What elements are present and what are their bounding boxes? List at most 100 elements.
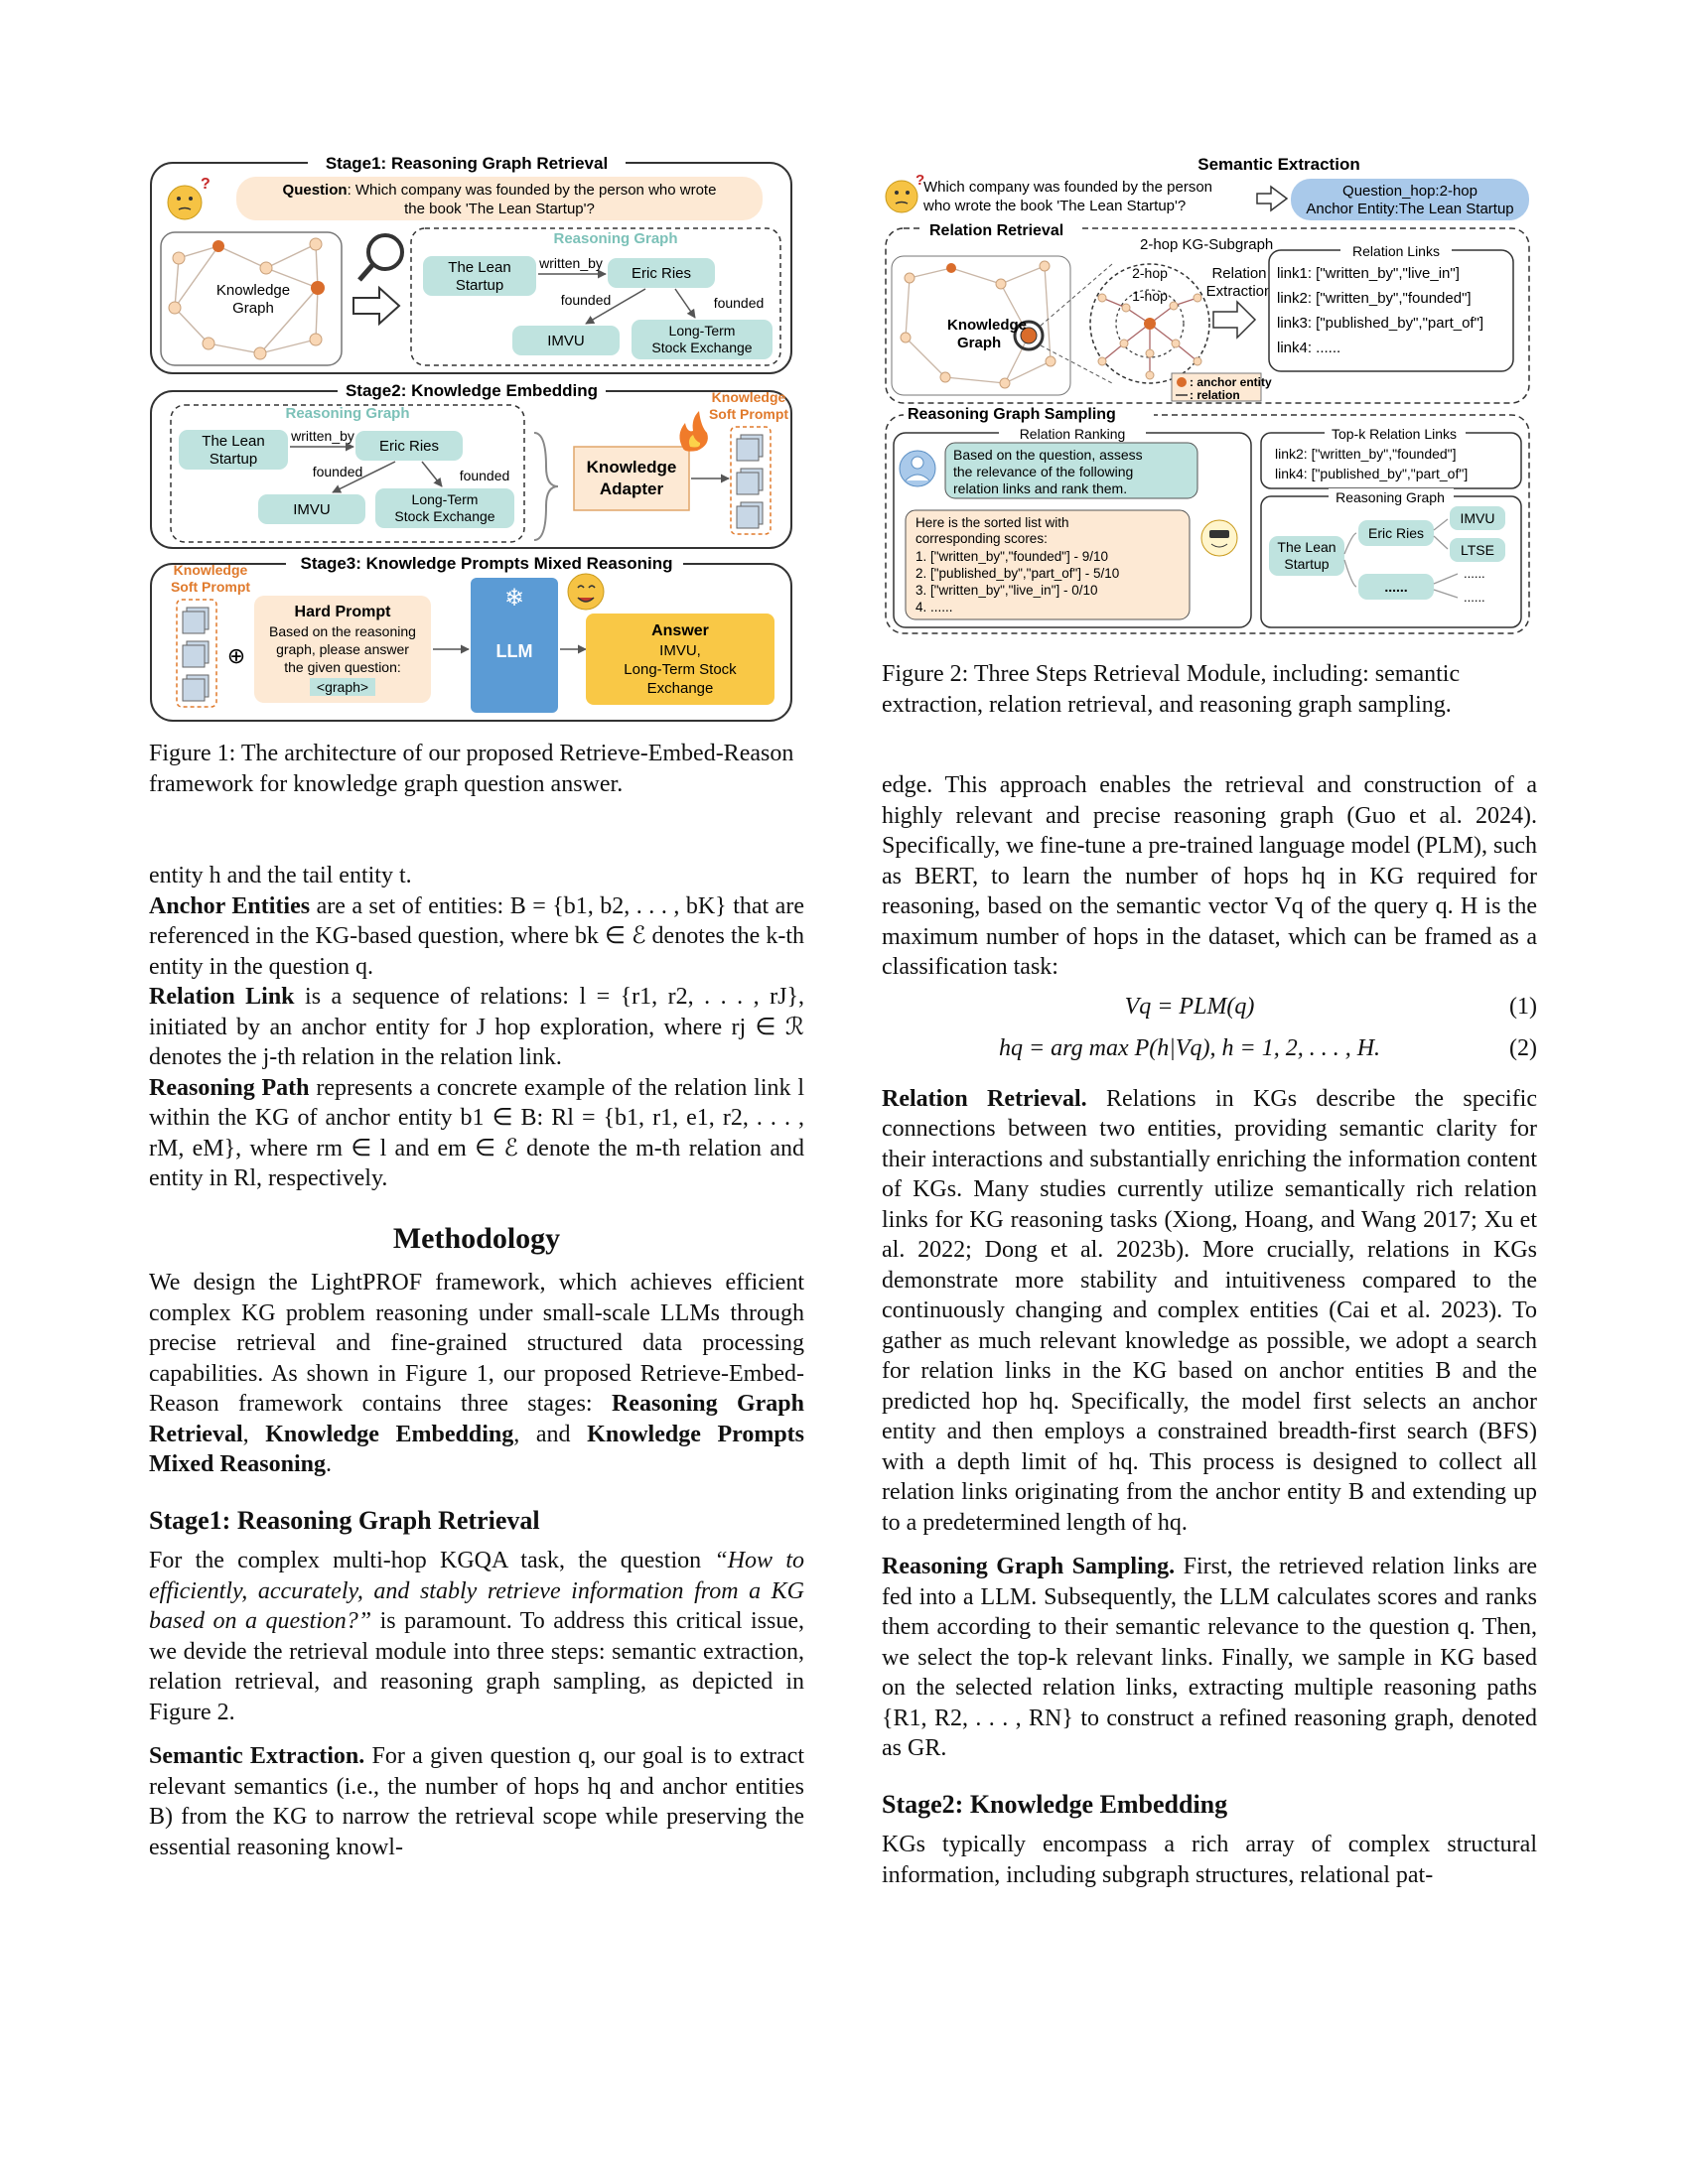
stage1-reasoning-graph <box>410 227 781 366</box>
svg-text:founded: founded <box>714 295 765 311</box>
node-lean-startup <box>423 256 536 296</box>
svg-text:link1: ["written_by","live_in": link1: ["written_by","live_in"] <box>1277 265 1460 282</box>
arrow-right-icon <box>1212 300 1257 340</box>
stage3-soft-prompt-box <box>176 599 217 708</box>
brace-icon <box>533 432 559 541</box>
hop-anchor-pill <box>1291 179 1529 220</box>
right-body-text: edge. This approach enables the retrieva… <box>882 770 1537 1890</box>
svg-text:Anchor Entity:The Lean Startup: Anchor Entity:The Lean Startup <box>1306 201 1513 217</box>
equation-1: Vq = PLM(q)(1) <box>1124 994 1537 1021</box>
svg-text:corresponding scores:: corresponding scores: <box>915 531 1048 546</box>
svg-text:Eric Ries: Eric Ries <box>379 438 439 455</box>
paragraph-reasoning-path: Reasoning Path represents a concrete exa… <box>149 1074 805 1192</box>
paragraph-entity-tail: entity h and the tail entity t. <box>149 863 412 888</box>
svg-text:Eric Ries: Eric Ries <box>632 265 691 282</box>
svg-text:Exchange: Exchange <box>647 680 714 697</box>
svg-text:1-hop: 1-hop <box>1132 288 1168 304</box>
svg-text:Adapter: Adapter <box>600 479 664 498</box>
figure-1-diagram: Stage1: Reasoning Graph Retrieval ? Ques… <box>150 153 792 722</box>
user-message <box>944 442 1198 499</box>
stage3-soft-prompt-label1: Knowledge <box>174 562 248 578</box>
paragraph-relation-link: Relation Link is a sequence of relations… <box>149 984 804 1070</box>
svg-text:: anchor entity: : anchor entity <box>1190 375 1272 389</box>
node-ltse <box>632 320 773 359</box>
two-hop-circle <box>1089 263 1210 384</box>
svg-text:Long-Term Stock: Long-Term Stock <box>624 661 737 678</box>
question-bubble <box>236 177 763 220</box>
svg-text:Graph: Graph <box>957 335 1001 351</box>
svg-text:?: ? <box>915 172 924 189</box>
svg-text:link2: ["written_by","founded: link2: ["written_by","founded"] <box>1275 446 1457 462</box>
svg-text:1. ["written_by","founded"] -: 1. ["written_by","founded"] - 9/10 <box>915 549 1108 564</box>
hard-prompt-box <box>254 596 431 703</box>
stage2-rg-title: Reasoning Graph <box>285 405 409 422</box>
svg-text:written_by: written_by <box>290 428 354 444</box>
svg-text:: relation: : relation <box>1190 388 1240 402</box>
svg-text:Reasoning Graph: Reasoning Graph <box>1336 489 1445 505</box>
svg-text:Knowledge: Knowledge <box>947 317 1027 334</box>
svg-text:Relation: Relation <box>1211 265 1266 282</box>
svg-text:......: ...... <box>1464 590 1485 605</box>
thinking-emoji-icon: ? <box>885 172 924 213</box>
paragraph-reasoning-graph-sampling: Reasoning Graph Sampling. First, the ret… <box>882 1554 1538 1761</box>
figure-2-diagram: Semantic Extraction ? Which company was … <box>885 155 1530 634</box>
svg-text:founded: founded <box>561 292 612 308</box>
knowledge-graph-thumbnail: Knowledge Graph <box>160 231 343 366</box>
svg-text:The Lean: The Lean <box>202 433 264 450</box>
left-body-text: entity h and the tail entity t. Anchor E… <box>149 861 804 1862</box>
stage3-soft-prompt-label2: Soft Prompt <box>171 579 250 595</box>
snowflake-icon: ❄ <box>504 585 524 612</box>
svg-text:Startup: Startup <box>456 277 503 294</box>
svg-text:Extraction: Extraction <box>1206 283 1273 300</box>
question-line1: Question: Which company was founded by t… <box>283 182 717 199</box>
node-imvu <box>512 326 620 355</box>
svg-text:2-hop: 2-hop <box>1132 265 1168 281</box>
user-avatar-icon <box>899 450 936 487</box>
svg-text:Top-k Relation Links: Top-k Relation Links <box>1332 426 1457 442</box>
svg-text:Relation Links: Relation Links <box>1352 243 1440 259</box>
semantic-extraction-title: Semantic Extraction <box>1197 155 1359 174</box>
relation-retrieval-panel <box>885 227 1530 404</box>
stage2-reasoning-graph <box>170 404 525 543</box>
stage2-soft-prompt-label2: Soft Prompt <box>709 406 788 422</box>
svg-text:Based on the reasoning: Based on the reasoning <box>269 623 416 639</box>
one-hop-circle <box>1115 289 1185 358</box>
paragraph-relation-retrieval: Relation Retrieval. Relations in KGs des… <box>882 1085 1538 1536</box>
svg-text:Long-Term: Long-Term <box>412 491 479 507</box>
stage1-heading: Stage1: Reasoning Graph Retrieval <box>149 1505 540 1535</box>
svg-text:written_by: written_by <box>538 255 603 271</box>
fig2-question-line2: who wrote the book 'The Lean Startup'? <box>922 198 1186 214</box>
svg-text:the relevance of the following: the relevance of the following <box>953 464 1133 479</box>
llm-block <box>471 578 558 713</box>
svg-text:Eric Ries: Eric Ries <box>1368 525 1424 541</box>
svg-text:Startup: Startup <box>1284 556 1329 572</box>
svg-text:?: ? <box>201 176 211 193</box>
paragraph-stage1: For the complex multi-hop KGQA task, the… <box>149 1548 805 1725</box>
svg-text:......: ...... <box>1464 566 1485 581</box>
svg-text:link4: ......: link4: ...... <box>1277 340 1340 356</box>
figure-1: Stage1: Reasoning Graph Retrieval ? Ques… <box>149 149 804 725</box>
svg-text:Hard Prompt: Hard Prompt <box>295 604 392 620</box>
arrow-right-icon <box>1256 185 1289 212</box>
svg-text:......: ...... <box>1384 579 1407 595</box>
llm-response-message <box>905 509 1191 620</box>
svg-text:Long-Term: Long-Term <box>669 323 736 339</box>
svg-text:4. ......: 4. ...... <box>915 600 953 614</box>
sampling-panel <box>885 414 1530 634</box>
stage1-title: Stage1: Reasoning Graph Retrieval <box>326 154 608 173</box>
stage2-soft-prompt-box <box>730 426 772 535</box>
subgraph-label: 2-hop KG-Subgraph <box>1140 236 1273 253</box>
svg-text:IMVU: IMVU <box>1461 510 1495 526</box>
arrow-right-icon <box>352 285 401 327</box>
svg-text:Answer: Answer <box>651 622 709 639</box>
svg-text:IMVU: IMVU <box>293 501 331 518</box>
svg-text:2. ["published_by","part_of"]: 2. ["published_by","part_of"] - 5/10 <box>915 566 1119 581</box>
svg-text:LTSE: LTSE <box>1461 542 1494 558</box>
svg-text:Based on the question, assess: Based on the question, assess <box>953 447 1143 463</box>
svg-text:Question_hop:2-hop: Question_hop:2-hop <box>1342 183 1477 200</box>
fig2-question-line1: Which company was founded by the person <box>923 179 1212 196</box>
thinking-emoji-icon: ? <box>167 176 211 220</box>
sampling-title: Reasoning Graph Sampling <box>908 406 1116 423</box>
svg-text:link3: ["published_by","part_o: link3: ["published_by","part_of"] <box>1277 315 1483 332</box>
svg-text:the given question:: the given question: <box>284 659 401 675</box>
